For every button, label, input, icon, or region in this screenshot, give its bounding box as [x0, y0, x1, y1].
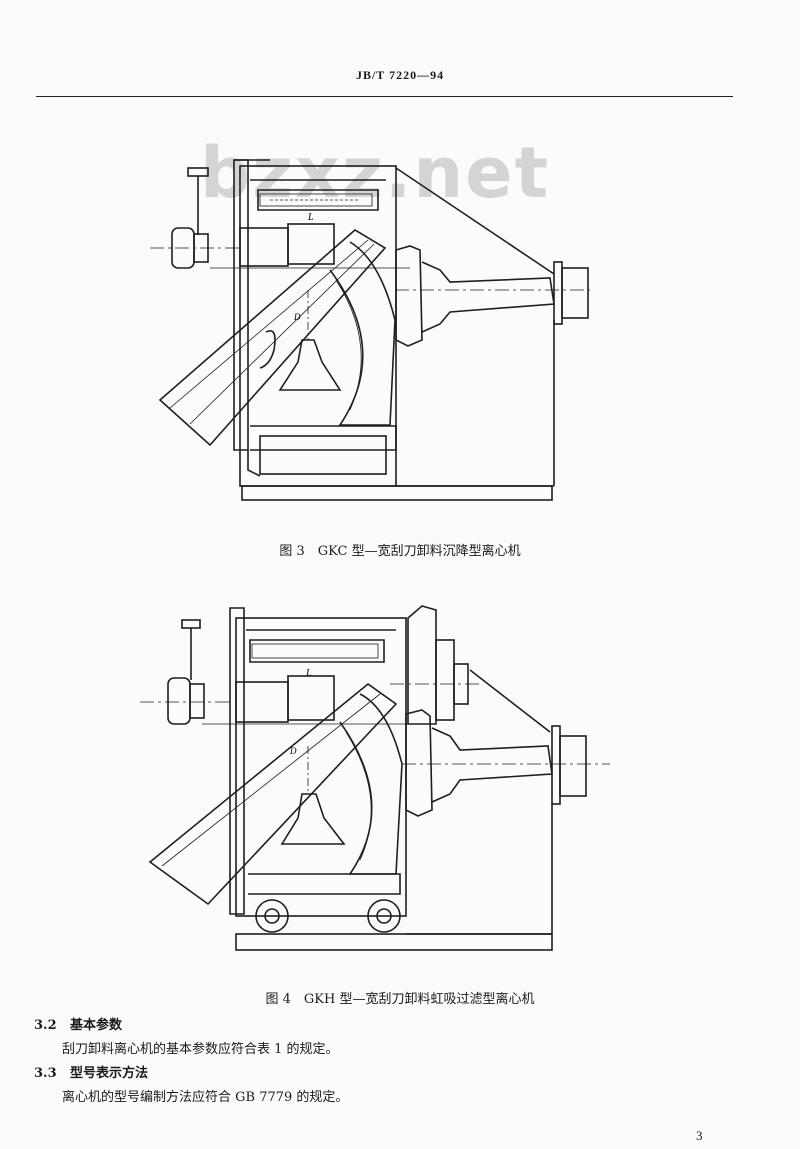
figure-4-label-l: L: [305, 668, 312, 679]
document-header: JB/T 7220—94: [0, 68, 800, 83]
section-3-2-text: 刮刀卸料离心机的基本参数应符合表 1 的规定。: [62, 1042, 339, 1057]
figure-3-label-l: L: [307, 212, 314, 223]
section-3-3-number: 3.3: [34, 1066, 57, 1081]
figure-3-drawing: L D: [150, 159, 590, 501]
figure-4-label-d: D: [289, 746, 297, 756]
section-3-2-number: 3.2: [34, 1018, 57, 1033]
section-3-3-title: 型号表示方法: [70, 1066, 149, 1081]
section-3-3-text: 离心机的型号编制方法应符合 GB 7779 的规定。: [62, 1090, 349, 1105]
section-3-2-title: 基本参数: [70, 1018, 123, 1033]
figure-3-caption: 图 3 GKC 型—宽刮刀卸料沉降型离心机: [279, 544, 521, 559]
section-3-3-heading: 3.3 型号表示方法: [34, 1062, 148, 1081]
section-3-2-heading: 3.2 基本参数: [34, 1014, 122, 1033]
standard-number: JB/T 7220—94: [355, 68, 445, 82]
header-rule: [36, 96, 733, 97]
figure-4-caption: 图 4 GKH 型—宽刮刀卸料虹吸过滤型离心机: [265, 992, 535, 1007]
page-number: 3: [696, 1128, 703, 1143]
figure-3-label-d: D: [293, 312, 301, 322]
figure-4-drawing: L D: [140, 605, 610, 951]
